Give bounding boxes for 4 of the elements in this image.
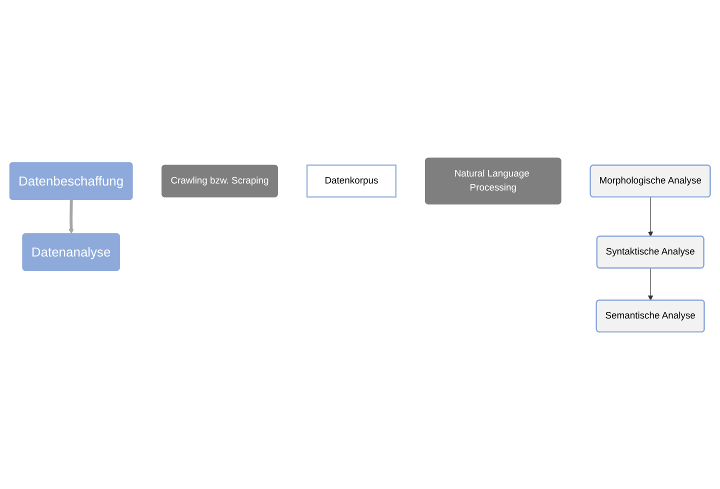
- node-box: Datenkorpus: [306, 164, 396, 198]
- arrow: [648, 267, 654, 300]
- arrow: [648, 196, 654, 236]
- arrow: [68, 199, 74, 234]
